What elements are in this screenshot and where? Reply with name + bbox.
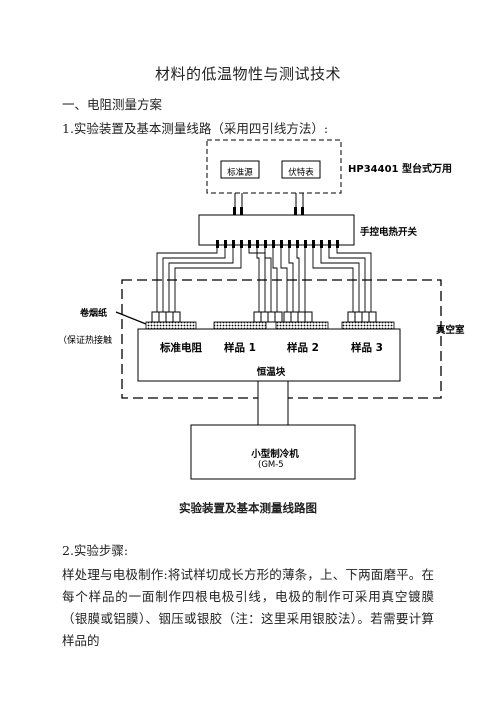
sample-label-3: 样品 3 xyxy=(351,341,383,354)
sample-contacts xyxy=(151,311,377,323)
vacuum-chamber-box xyxy=(121,279,442,399)
body-paragraph: 样处理与电极制作:将试样切成长方形的薄条，上、下两面磨平。在每个样品的一面制作四… xyxy=(62,567,434,648)
item-heading-2: 2.实验步骤: xyxy=(62,543,129,558)
cigarette-paper-strips xyxy=(145,321,395,330)
refrigerator-label: 小型制冷机 xyxy=(250,448,299,460)
standard-source-label: 标准源 xyxy=(227,167,253,178)
sample-label-1: 样品 1 xyxy=(224,341,256,354)
sample-label-2: 样品 2 xyxy=(287,341,319,354)
paper-pointer-line xyxy=(115,311,147,325)
sample-label-standard: 标准电阻 xyxy=(159,341,202,354)
cold-head-column xyxy=(257,380,289,426)
instrument-dashed-box xyxy=(206,139,342,194)
thermostat-label: 恒温块 xyxy=(257,366,286,378)
document-title: 材料的低温物性与测试技术 xyxy=(154,65,341,83)
cigarette-paper-label: 卷烟纸 xyxy=(79,307,107,319)
item-heading-1: 1.实验装置及基本测量线路（采用四引线方法）: xyxy=(62,121,329,136)
switch-label: 手控电热开关 xyxy=(360,226,418,238)
refrigerator-model: (GM-5 xyxy=(258,460,284,470)
switch-terminals xyxy=(216,240,339,248)
section-heading: 一、电阻测量方案 xyxy=(62,97,163,112)
vacuum-chamber-label: 真空室 xyxy=(436,324,465,336)
standard-source-box xyxy=(220,160,260,179)
diagram-caption: 实验装置及基本测量线路图 xyxy=(179,501,317,515)
lead-wires xyxy=(156,248,372,312)
refrigerator-box xyxy=(190,424,356,480)
multimeter-label: HP34401 型台式万用 xyxy=(348,162,452,175)
voltmeter-box xyxy=(281,160,321,179)
voltmeter-label: 伏特表 xyxy=(288,167,314,178)
thermal-contact-label: （保证热接触 xyxy=(58,334,112,346)
